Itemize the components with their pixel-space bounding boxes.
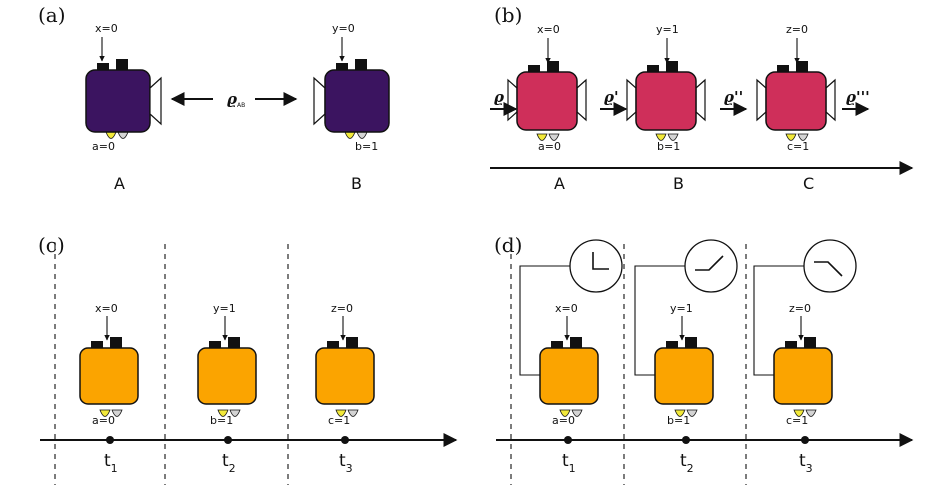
device-3-body [773, 347, 833, 405]
panel-c: (c) x=0 a=0 y=1 b=1 z=0 c=1 t1 t2 t3 [38, 233, 458, 485]
device-b-body [324, 69, 390, 133]
input-port-icon [756, 78, 767, 122]
device-a-output: a=0 [92, 140, 115, 153]
time-tick [106, 436, 114, 444]
output-port-icon [825, 78, 836, 122]
clock-icon-rising [684, 239, 738, 293]
device-b [313, 58, 390, 139]
time-label: t1 [562, 451, 576, 475]
output-port-icon [313, 76, 326, 126]
input-port-icon [507, 78, 518, 122]
clock-connector [753, 265, 804, 376]
time-label: t3 [339, 451, 353, 475]
device-output: b=1 [210, 414, 233, 427]
state-symbol: ϱ' [604, 88, 619, 106]
output-port-icon [695, 78, 706, 122]
panel-c-label: (c) [38, 233, 65, 257]
device-output: a=0 [552, 414, 575, 427]
device-input: y=1 [656, 23, 679, 36]
time-label: t2 [222, 451, 236, 475]
device-body [765, 71, 827, 131]
device-1-body [539, 347, 599, 405]
device-2 [654, 336, 714, 417]
device-body [635, 71, 697, 131]
device-3-body [315, 347, 375, 405]
time-label: t1 [104, 451, 118, 475]
device-b-name: B [351, 174, 362, 193]
time-label: t2 [680, 451, 694, 475]
time-tick [224, 436, 232, 444]
device-name: B [673, 174, 684, 193]
output-port-icon [576, 78, 587, 122]
panel-d: (d) x=0 a=0 y=1 b=1 z=0 c=1 t1 t2 t3 [494, 233, 914, 485]
device-input: x=0 [555, 302, 578, 315]
device-input: x=0 [95, 302, 118, 315]
device-a-input: x=0 [95, 22, 118, 35]
state-subscript: AB [237, 102, 245, 109]
clock-hand [592, 252, 609, 270]
clock-hand [814, 261, 843, 277]
device-name: C [803, 174, 814, 193]
device-output: c=1 [328, 414, 350, 427]
device-2-body [654, 347, 714, 405]
time-tick [682, 436, 690, 444]
clock-connector [634, 265, 685, 376]
device-output: b=1 [657, 140, 680, 153]
state-symbol: ϱ'' [724, 88, 743, 106]
device-3 [315, 336, 375, 417]
state-symbol: ϱ [227, 90, 238, 108]
clock-icon-right-angle [569, 239, 623, 293]
clock-icon-falling [803, 239, 857, 293]
panel-a-label: (a) [38, 3, 66, 27]
device-3 [773, 336, 833, 417]
clock-hand [695, 255, 724, 271]
state-symbol: ϱ''' [846, 88, 870, 106]
output-port-icon [149, 76, 162, 126]
device-1-body [79, 347, 139, 405]
device-input: z=0 [789, 302, 811, 315]
device-2 [197, 336, 257, 417]
clock-connector [519, 265, 570, 376]
device-input: z=0 [786, 23, 808, 36]
time-tick [801, 436, 809, 444]
input-port-icon [626, 78, 637, 122]
device-body [516, 71, 578, 131]
panel-a: (a) x=0 a=0 A y=0 b=1 B ϱ AB [38, 3, 390, 193]
device-input: z=0 [331, 302, 353, 315]
state-symbol: ϱ [494, 88, 505, 106]
time-tick [341, 436, 349, 444]
device-input: y=1 [670, 302, 693, 315]
device-a [507, 60, 587, 141]
device-output: a=0 [538, 140, 561, 153]
device-name: A [554, 174, 565, 193]
panel-b-label: (b) [494, 3, 522, 27]
time-tick [564, 436, 572, 444]
device-c [756, 60, 836, 141]
device-input: y=1 [213, 302, 236, 315]
device-2-body [197, 347, 257, 405]
device-b [626, 60, 706, 141]
device-output: c=1 [787, 140, 809, 153]
device-a-name: A [114, 174, 125, 193]
device-input: x=0 [537, 23, 560, 36]
device-b-output: b=1 [355, 140, 378, 153]
device-a-body [85, 69, 151, 133]
device-1 [79, 336, 139, 417]
device-1 [539, 336, 599, 417]
device-output: a=0 [92, 414, 115, 427]
panel-d-label: (d) [494, 233, 522, 257]
panel-b: (b) x=0 a=0Ay=1 b=1Bz=0 c=1Cϱ ϱ' ϱ'' ϱ''' [490, 3, 914, 193]
device-output: c=1 [786, 414, 808, 427]
device-a [85, 58, 162, 139]
device-output: b=1 [667, 414, 690, 427]
device-b-input: y=0 [332, 22, 355, 35]
time-label: t3 [799, 451, 813, 475]
